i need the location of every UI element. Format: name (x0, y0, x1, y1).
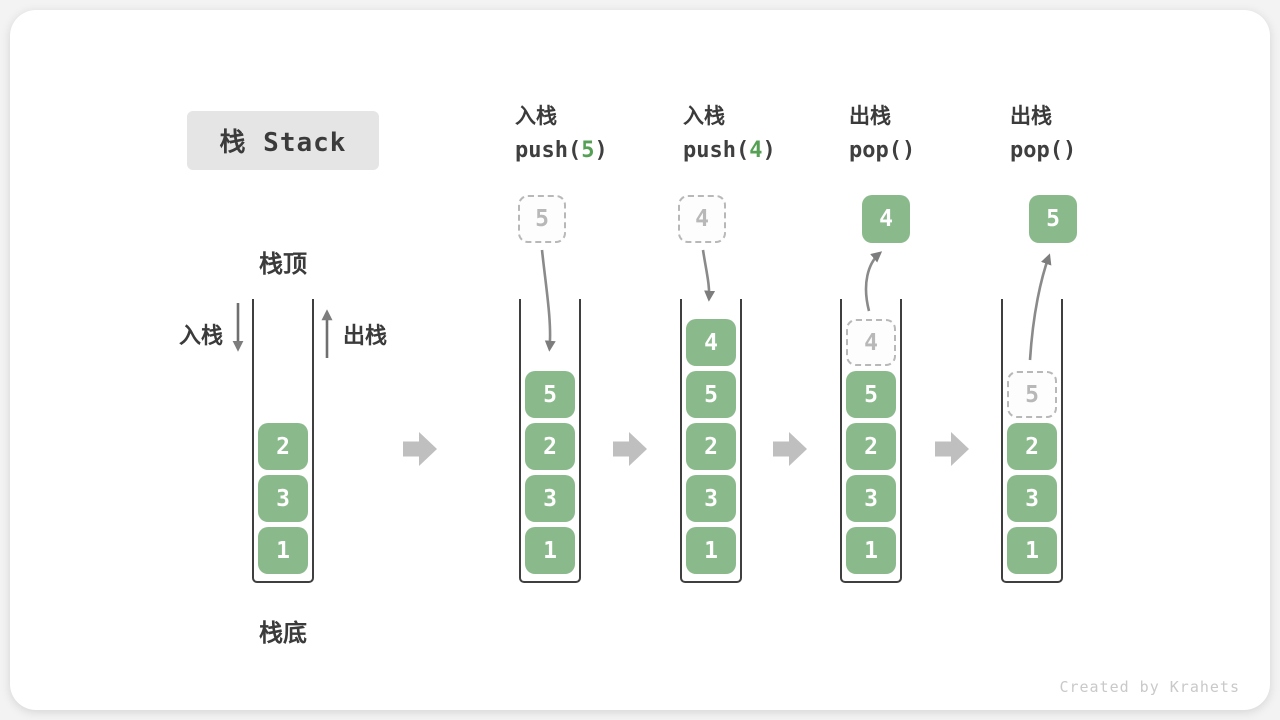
op-name: 入栈 (515, 105, 557, 128)
diagram-title-text: 栈 Stack (219, 128, 347, 158)
op-header-pop-1: 出栈 pop() (849, 104, 915, 165)
incoming-element-ghost: 4 (678, 195, 726, 243)
op-code: push(5) (515, 138, 608, 163)
stack-block: 3 (258, 475, 308, 522)
watermark: Created by Krahets (1059, 678, 1240, 696)
stack-block: 3 (846, 475, 896, 522)
op-arg: 5 (581, 138, 595, 163)
stack-block: 3 (525, 475, 575, 522)
op-header-push-5: 入栈 push(5) (515, 104, 608, 165)
stack-bottom-label: 栈底 (259, 620, 307, 647)
stack-after-pop-4: 4 5 2 3 1 (840, 299, 902, 583)
stack-block: 2 (846, 423, 896, 470)
stack-block: 5 (846, 371, 896, 418)
popped-element: 4 (862, 195, 910, 243)
popped-element: 5 (1029, 195, 1077, 243)
stack-after-push-4: 4 5 2 3 1 (680, 299, 742, 583)
incoming-element-ghost: 5 (518, 195, 566, 243)
stack-top-label: 栈顶 (259, 251, 307, 278)
op-name: 出栈 (849, 105, 891, 128)
op-header-pop-2: 出栈 pop() (1010, 104, 1076, 165)
stack-after-push-5: 5 2 3 1 (519, 299, 581, 583)
stack-block: 2 (686, 423, 736, 470)
op-code: push(4) (683, 138, 776, 163)
stack-block: 5 (525, 371, 575, 418)
removed-slot-ghost: 4 (846, 319, 896, 366)
pop-side-label: 出栈 (343, 323, 388, 348)
op-name: 出栈 (1010, 105, 1052, 128)
stack-block: 1 (846, 527, 896, 574)
stack-block: 2 (525, 423, 575, 470)
removed-slot-ghost: 5 (1007, 371, 1057, 418)
stack-after-pop-5: 5 2 3 1 (1001, 299, 1063, 583)
stack-block: 3 (686, 475, 736, 522)
stack-block: 4 (686, 319, 736, 366)
stack-initial: 2 3 1 (252, 299, 314, 583)
diagram-title: 栈 Stack (187, 111, 379, 170)
op-arg: 4 (749, 138, 763, 163)
stack-block: 1 (258, 527, 308, 574)
stack-block: 1 (525, 527, 575, 574)
op-code: pop() (1010, 138, 1077, 163)
stack-block: 2 (1007, 423, 1057, 470)
stack-block: 3 (1007, 475, 1057, 522)
stack-block: 5 (686, 371, 736, 418)
stack-block: 1 (1007, 527, 1057, 574)
op-header-push-4: 入栈 push(4) (683, 104, 776, 165)
push-side-label: 入栈 (179, 323, 224, 348)
op-code: pop() (849, 138, 916, 163)
stack-block: 2 (258, 423, 308, 470)
stack-block: 1 (686, 527, 736, 574)
op-name: 入栈 (683, 105, 725, 128)
